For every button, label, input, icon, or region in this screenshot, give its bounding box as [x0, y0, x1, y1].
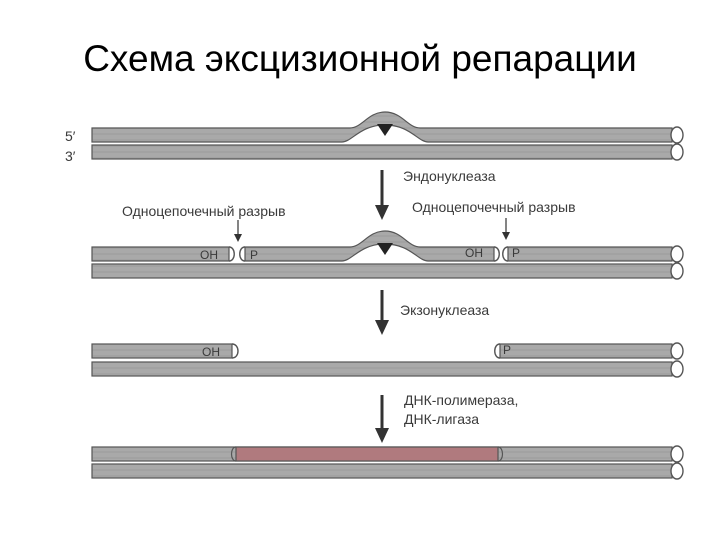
- right-loop-bottom: [670, 262, 684, 280]
- label-nick-right: Одноцепочечный разрыв: [412, 199, 576, 215]
- ligation-left: [230, 446, 237, 462]
- top-strand-right: [507, 246, 673, 262]
- arrow-endonuclease: [375, 170, 389, 220]
- oh-label-left: OH: [200, 248, 218, 262]
- ligation-right: [497, 446, 504, 462]
- nick-end-left-b: [239, 246, 246, 262]
- right-loop-bottom: [670, 143, 684, 161]
- new-dna-segment: [235, 446, 499, 462]
- gap-end-right: [494, 343, 501, 359]
- step-polymerase: ДНК-полимераза,: [404, 392, 518, 408]
- dna-stage-repaired: [91, 445, 684, 480]
- dna-stage-incised: OH P OH P: [91, 230, 684, 280]
- nick-pointer-right: [502, 218, 510, 240]
- bottom-strand: [91, 144, 673, 160]
- right-loop-top: [670, 245, 684, 263]
- right-loop-bottom: [670, 360, 684, 378]
- nick-end-left-a: [228, 246, 235, 262]
- arrow-exonuclease: [375, 290, 389, 335]
- right-loop-bottom: [670, 462, 684, 480]
- step-ligase: ДНК-лигаза: [404, 411, 479, 427]
- label-3-prime: 3′: [65, 148, 76, 164]
- nick-pointer-left: [234, 220, 242, 242]
- top-strand: [91, 111, 673, 143]
- gap-end-left: [231, 343, 239, 359]
- p-label: P: [503, 343, 511, 357]
- damage-marker: [377, 124, 393, 136]
- top-strand-left: [91, 246, 230, 262]
- arrow-polymerase-ligase: [375, 395, 389, 443]
- label-nick-left: Одноцепочечный разрыв: [122, 203, 286, 219]
- top-strand-right: [499, 343, 673, 359]
- dna-stage-gapped: OH P: [91, 342, 684, 378]
- nick-end-right-b: [502, 246, 509, 262]
- right-loop-top: [670, 342, 684, 360]
- damage-marker: [377, 243, 393, 255]
- oh-label-right: OH: [465, 246, 483, 260]
- dna-stage-damaged: 5′ 3′: [65, 111, 684, 164]
- right-loop-top: [670, 126, 684, 144]
- bottom-strand: [91, 361, 673, 377]
- page-title: Схема эксцизионной репарации: [83, 38, 637, 79]
- step-exonuclease: Экзонуклеаза: [400, 302, 489, 318]
- bottom-strand: [91, 263, 673, 279]
- right-loop-top: [670, 445, 684, 463]
- top-strand-middle: [244, 230, 495, 262]
- label-5-prime: 5′: [65, 128, 76, 144]
- bottom-strand: [91, 463, 673, 479]
- p-label-left: P: [250, 248, 258, 262]
- oh-label: OH: [202, 345, 220, 359]
- p-label-right: P: [512, 246, 520, 260]
- top-strand-left: [91, 343, 233, 359]
- step-endonuclease: Эндонуклеаза: [403, 168, 496, 184]
- nick-end-right-a: [493, 246, 500, 262]
